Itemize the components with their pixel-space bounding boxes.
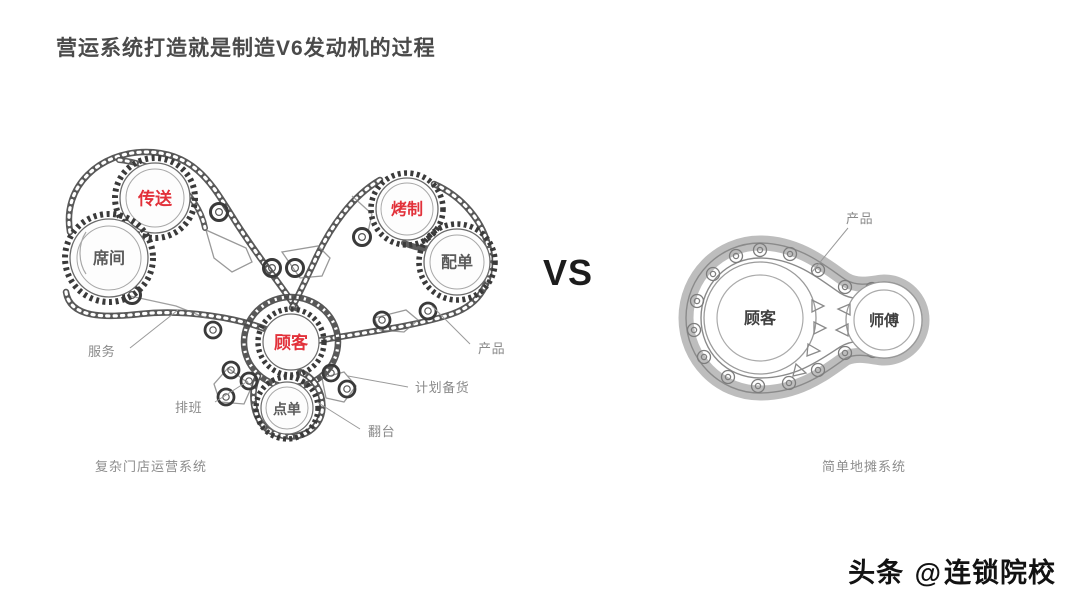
gear-label-guke-left: 顾客 [274, 333, 309, 353]
callout-label-fuwu: 服务 [88, 344, 115, 359]
gear-label-peidan: 配单 [441, 253, 473, 272]
page-title: 营运系统打造就是制造V6发动机的过程 [56, 37, 436, 60]
gear-xijian[interactable]: 席间 [62, 211, 156, 305]
sprocket-label-shifu: 师傅 [869, 312, 899, 330]
gear-label-kaozhi: 烤制 [391, 200, 423, 219]
callout-label-chanpin-right: 产品 [846, 211, 873, 226]
callout-chanpin-right: 产品 [811, 211, 873, 273]
callout-chanpin-left: 产品 [431, 305, 505, 356]
left-engine-diagram: 传送 席间 烤制 配单 [0, 0, 540, 500]
idler-pulleys [122, 202, 438, 407]
gear-label-chuansong: 传送 [137, 189, 173, 209]
gear-peidan[interactable]: 配单 [416, 221, 498, 303]
vs-divider-label: VS [543, 252, 594, 293]
callout-label-paiban: 排班 [175, 400, 202, 415]
gear-chuansong[interactable]: 传送 [112, 155, 198, 241]
gear-label-diandan: 点单 [273, 401, 301, 417]
callout-jihuabeihuo: 计划备货 [347, 375, 469, 395]
callout-fuwu: 服务 [88, 309, 179, 359]
sprocket-label-guke: 顾客 [744, 309, 777, 328]
watermark: 头条 @连锁院校 [848, 551, 1056, 590]
sprocket-shifu[interactable]: 师傅 [834, 281, 923, 359]
caption-left-system: 复杂门店运营系统 [95, 459, 208, 474]
watermark-at-symbol: @ [914, 558, 942, 588]
gear-diandan[interactable]: 点单 [253, 374, 321, 442]
caption-right-system: 简单地摊系统 [822, 459, 907, 474]
watermark-brand: 头条 [848, 558, 905, 588]
gear-kaozhi[interactable]: 烤制 [368, 170, 446, 248]
callout-paiban: 排班 [175, 380, 249, 415]
right-chain-diagram: 顾客 师傅 产品 [678, 211, 930, 401]
callout-fantai: 翻台 [316, 401, 395, 439]
callout-label-fantai: 翻台 [368, 424, 395, 439]
gear-label-xijian: 席间 [93, 249, 125, 268]
callout-label-chanpin-left: 产品 [478, 341, 505, 356]
callout-label-jihuabeihuo: 计划备货 [415, 380, 469, 395]
sprocket-guke[interactable]: 顾客 [703, 261, 828, 377]
engine-brackets [129, 195, 420, 405]
watermark-account: 连锁院校 [944, 558, 1056, 588]
